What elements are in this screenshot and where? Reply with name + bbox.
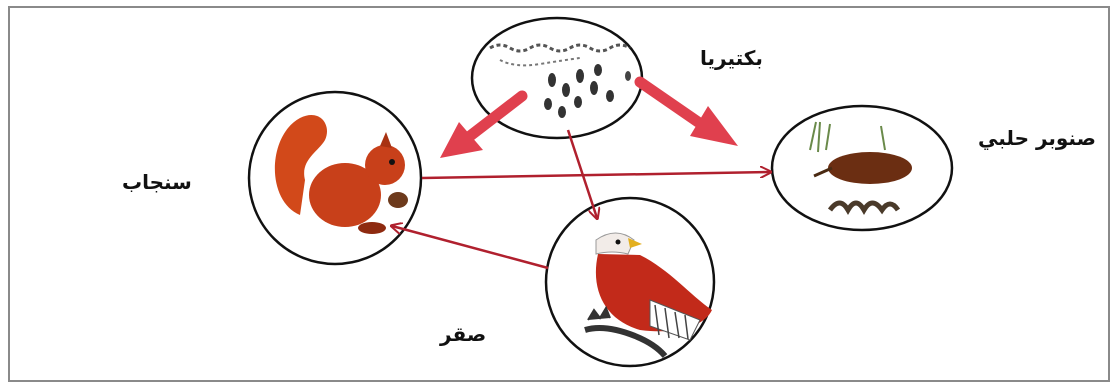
arrow-eagle-to-squirrel [392,226,548,268]
arrow-bacteria-to-pine [640,82,738,146]
node-squirrel [249,92,421,264]
label-bacteria: بكتيريا [700,46,763,70]
arrow-squirrel-to-pine [422,172,770,178]
node-eagle [546,198,714,366]
label-squirrel: سنجاب [122,170,192,194]
node-pine [772,106,952,230]
label-eagle: صقر [440,322,486,346]
label-pine: صنوبر حلبي [978,126,1096,150]
